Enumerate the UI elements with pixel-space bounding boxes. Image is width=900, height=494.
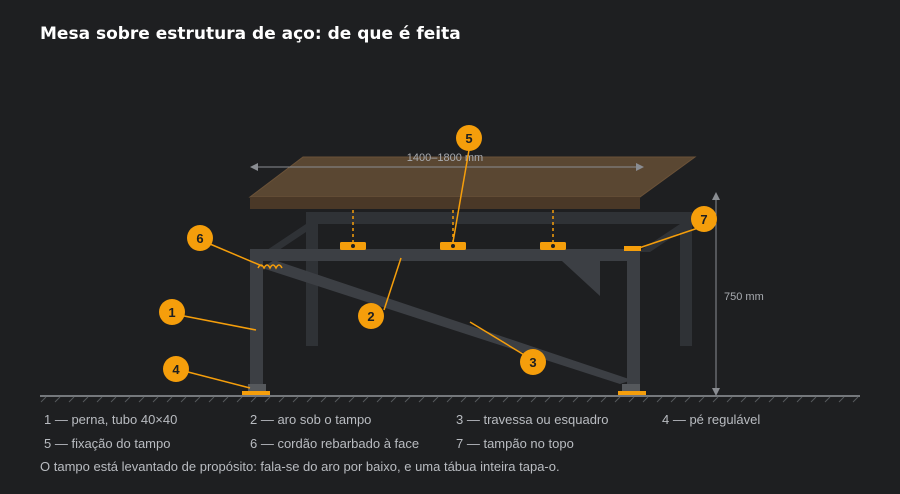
- legend-item-foot: 4 — pé regulável: [662, 412, 761, 427]
- svg-text:2: 2: [367, 309, 374, 324]
- legend-item-cap: 7 — tampão no topo: [456, 436, 574, 451]
- legend-item-leg: 1 — perna, tubo 40×40: [44, 412, 178, 427]
- adjustable-feet: [242, 384, 646, 395]
- side-rail-left: [264, 224, 318, 252]
- back-apron: [306, 212, 692, 224]
- callout-badge-5: 5: [456, 125, 482, 151]
- footnote: O tampo está levantado de propósito: fal…: [40, 459, 560, 474]
- legend-item-brace: 3 — travessa ou esquadro: [456, 412, 609, 427]
- svg-text:6: 6: [196, 231, 203, 246]
- callout-badge-6: 6: [187, 225, 213, 251]
- back-frame: [264, 212, 692, 346]
- tabletop-edge: [250, 197, 640, 209]
- callout-badge-4: 4: [163, 356, 189, 382]
- fixing-plates: [340, 242, 566, 250]
- side-rail-right: [638, 224, 692, 252]
- height-label: 750 mm: [724, 291, 764, 303]
- front-apron: [250, 249, 640, 261]
- callout-badge-1: 1: [159, 299, 185, 325]
- end-cap: [624, 246, 641, 251]
- svg-text:7: 7: [700, 212, 707, 227]
- ground-hatching: [40, 396, 859, 403]
- weld-bead: [257, 264, 283, 270]
- width-label: 1400–1800 mm: [407, 152, 483, 164]
- callout-badge-7: 7: [691, 206, 717, 232]
- corner-gusset: [562, 261, 600, 296]
- back-leg-right: [680, 212, 692, 346]
- leader-lines: [183, 149, 705, 389]
- svg-text:3: 3: [529, 355, 536, 370]
- legend-item-apron: 2 — aro sob o tampo: [250, 412, 372, 427]
- svg-text:1: 1: [168, 305, 175, 320]
- tabletop: [248, 156, 697, 209]
- legend-item-fixing: 5 — fixação do tampo: [44, 436, 171, 451]
- legend-item-weld: 6 — cordão rebarbado à face: [250, 436, 420, 451]
- callout-badge-2: 2: [358, 303, 384, 329]
- front-leg-left: [250, 249, 263, 385]
- page-title: Mesa sobre estrutura de aço: de que é fe…: [40, 24, 461, 44]
- svg-text:5: 5: [465, 131, 472, 146]
- front-leg-right: [627, 249, 640, 385]
- width-dimension: [250, 163, 644, 171]
- svg-text:4: 4: [172, 362, 180, 377]
- height-dimension: [712, 192, 720, 396]
- callout-badge-3: 3: [520, 349, 546, 375]
